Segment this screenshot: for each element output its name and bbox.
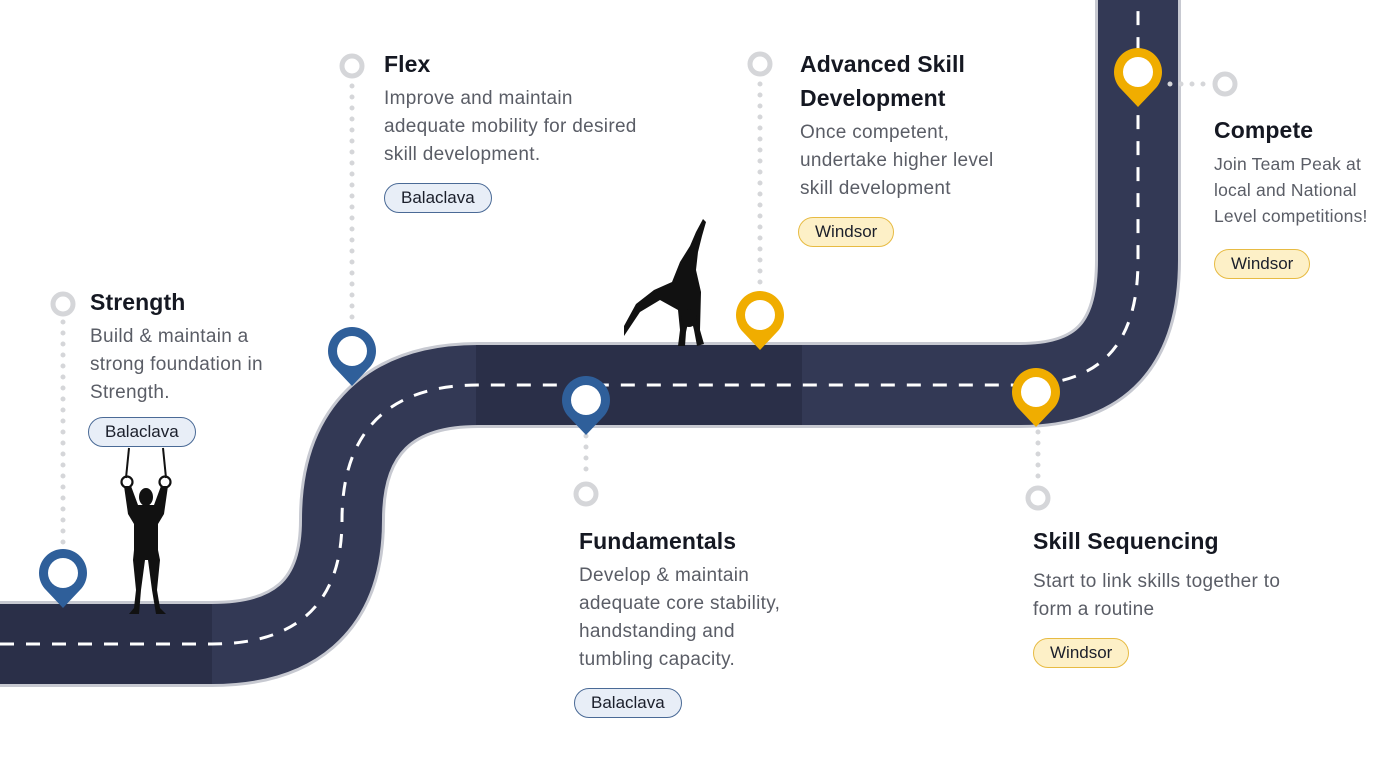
sequencing-pin-icon: [1012, 368, 1060, 427]
ring-gymnast-silhouette: [120, 447, 172, 614]
location-badge: Balaclava: [384, 183, 492, 213]
stage-sequencing: Skill Sequencing Start to link skills to…: [1033, 524, 1333, 668]
map-pins: [39, 48, 1162, 608]
location-badge: Windsor: [1214, 249, 1311, 279]
cartwheel-gymnast-silhouette: [624, 219, 706, 346]
compete-end-ring: [1212, 71, 1238, 97]
stage-description: Start to link skills together to form a …: [1033, 571, 1281, 620]
stage-title: Fundamentals: [579, 528, 737, 554]
stage-fundamentals: Fundamentals Develop & maintain adequate…: [574, 524, 819, 718]
location-badge: Balaclava: [574, 688, 682, 718]
stage-compete: Compete Join Team Peak at local and Nati…: [1214, 113, 1394, 279]
flex-connector: [339, 53, 365, 331]
stage-description: Improve and maintain adequate mobility f…: [384, 88, 637, 165]
flex-end-ring: [339, 53, 365, 79]
stage-flex: Flex Improve and maintain adequate mobil…: [384, 47, 644, 213]
strength-pin-icon: [39, 549, 87, 608]
fundamentals-pin-icon: [562, 376, 610, 435]
fundamentals-connector: [573, 433, 599, 507]
road: [0, 0, 1181, 687]
sequencing-end-ring: [1025, 485, 1051, 511]
compete-connector: [1167, 71, 1238, 97]
advanced-end-ring: [747, 51, 773, 77]
stage-title: Compete: [1214, 117, 1314, 143]
location-badge: Balaclava: [88, 417, 196, 447]
stage-advanced: Advanced Skill Development Once competen…: [798, 47, 1040, 247]
location-badge: Windsor: [1033, 638, 1130, 668]
stage-title: Advanced Skill Development: [800, 51, 966, 111]
advanced-pin-icon: [736, 291, 784, 350]
stage-title: Strength: [90, 289, 186, 315]
stage-title: Skill Sequencing: [1033, 528, 1219, 554]
stage-strength: Strength Build & maintain a strong found…: [88, 285, 330, 447]
strength-end-ring: [50, 291, 76, 317]
advanced-connector: [747, 51, 773, 289]
stage-description: Join Team Peak at local and National Lev…: [1214, 154, 1368, 226]
stage-description: Once competent, undertake higher level s…: [800, 122, 994, 199]
connector-dots: [50, 51, 1238, 558]
stage-description: Develop & maintain adequate core stabili…: [579, 565, 781, 670]
sequencing-connector: [1025, 429, 1051, 511]
road-center-line: [0, 0, 1138, 644]
compete-pin-icon: [1114, 48, 1162, 107]
location-badge: Windsor: [798, 217, 895, 247]
stage-description: Build & maintain a strong foundation in …: [90, 326, 263, 403]
fundamentals-end-ring: [573, 481, 599, 507]
strength-connector: [50, 291, 76, 558]
flex-pin-icon: [328, 327, 376, 386]
stage-title: Flex: [384, 51, 431, 77]
